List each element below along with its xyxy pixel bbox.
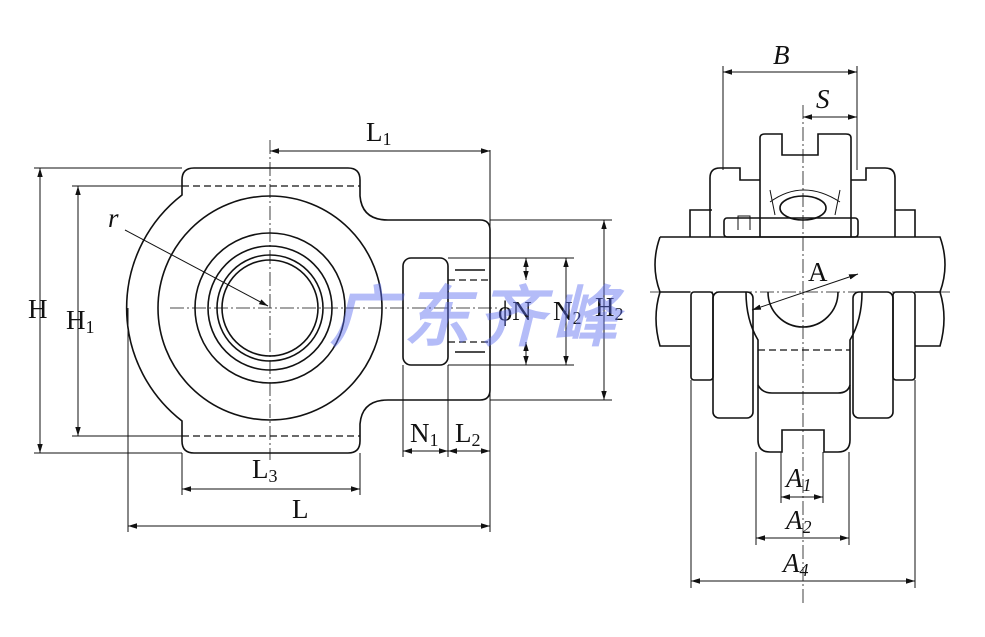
cage-detail: [737, 189, 841, 230]
label-L: L: [292, 494, 309, 524]
label-A4: A4: [781, 548, 809, 580]
label-N1: N1: [410, 418, 439, 450]
side-view: B S A A1 A2 A4: [650, 40, 950, 605]
right-flange: [852, 291, 894, 419]
dim-r-leader: [124, 229, 269, 307]
seal-left: [709, 167, 760, 237]
right-collar: [892, 291, 916, 381]
label-A2: A2: [784, 505, 812, 537]
left-collar: [690, 291, 714, 381]
housing-outline: [125, 167, 491, 454]
label-H: H: [28, 294, 48, 324]
watermark: 广东齐峰: [330, 279, 626, 356]
housing-top: [759, 133, 852, 237]
slot: [402, 257, 449, 366]
housing-body: [745, 291, 863, 453]
label-r: r: [108, 203, 119, 233]
dim-A: [751, 273, 859, 311]
front-view: L1 r H H1 ϕN N2 H2 N1 L2 L3 L: [28, 117, 624, 532]
label-B: B: [773, 40, 790, 70]
inner-ring: [723, 217, 859, 238]
label-S: S: [816, 84, 830, 114]
label-phiN: ϕN: [498, 296, 532, 326]
label-N2: N2: [553, 296, 582, 328]
label-L1: L1: [366, 117, 392, 149]
label-A1: A1: [784, 463, 812, 495]
label-H2: H2: [595, 292, 624, 324]
label-L2: L2: [455, 418, 481, 450]
label-H1: H1: [66, 305, 95, 337]
flinger: [689, 209, 916, 237]
label-L3: L3: [252, 454, 278, 486]
housing-contour: [757, 384, 851, 394]
seal-right: [851, 167, 896, 237]
label-A: A: [808, 257, 828, 287]
